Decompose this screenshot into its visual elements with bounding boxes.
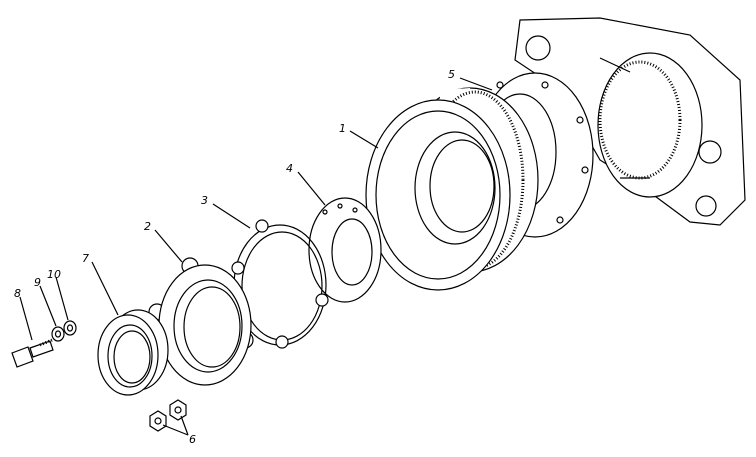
label-5: 5	[448, 68, 455, 81]
bolt-8	[11, 338, 54, 368]
leader-lines	[19, 77, 493, 436]
label-4: 4	[286, 162, 293, 175]
label-7: 7	[82, 252, 89, 265]
seal-7	[97, 309, 169, 396]
label-10: 10	[47, 268, 61, 281]
nuts-6	[149, 399, 187, 432]
label-6: 6	[189, 433, 196, 446]
washer-9	[51, 326, 65, 342]
label-3: 3	[201, 194, 208, 207]
drum-1	[365, 87, 539, 291]
plate-4	[308, 197, 382, 303]
label-2: 2	[144, 220, 151, 233]
housing	[514, 17, 746, 226]
label-1: 1	[339, 122, 346, 135]
washer-10	[63, 320, 77, 336]
flange-2	[148, 257, 254, 386]
label-8: 8	[14, 287, 21, 300]
label-9: 9	[34, 276, 41, 289]
